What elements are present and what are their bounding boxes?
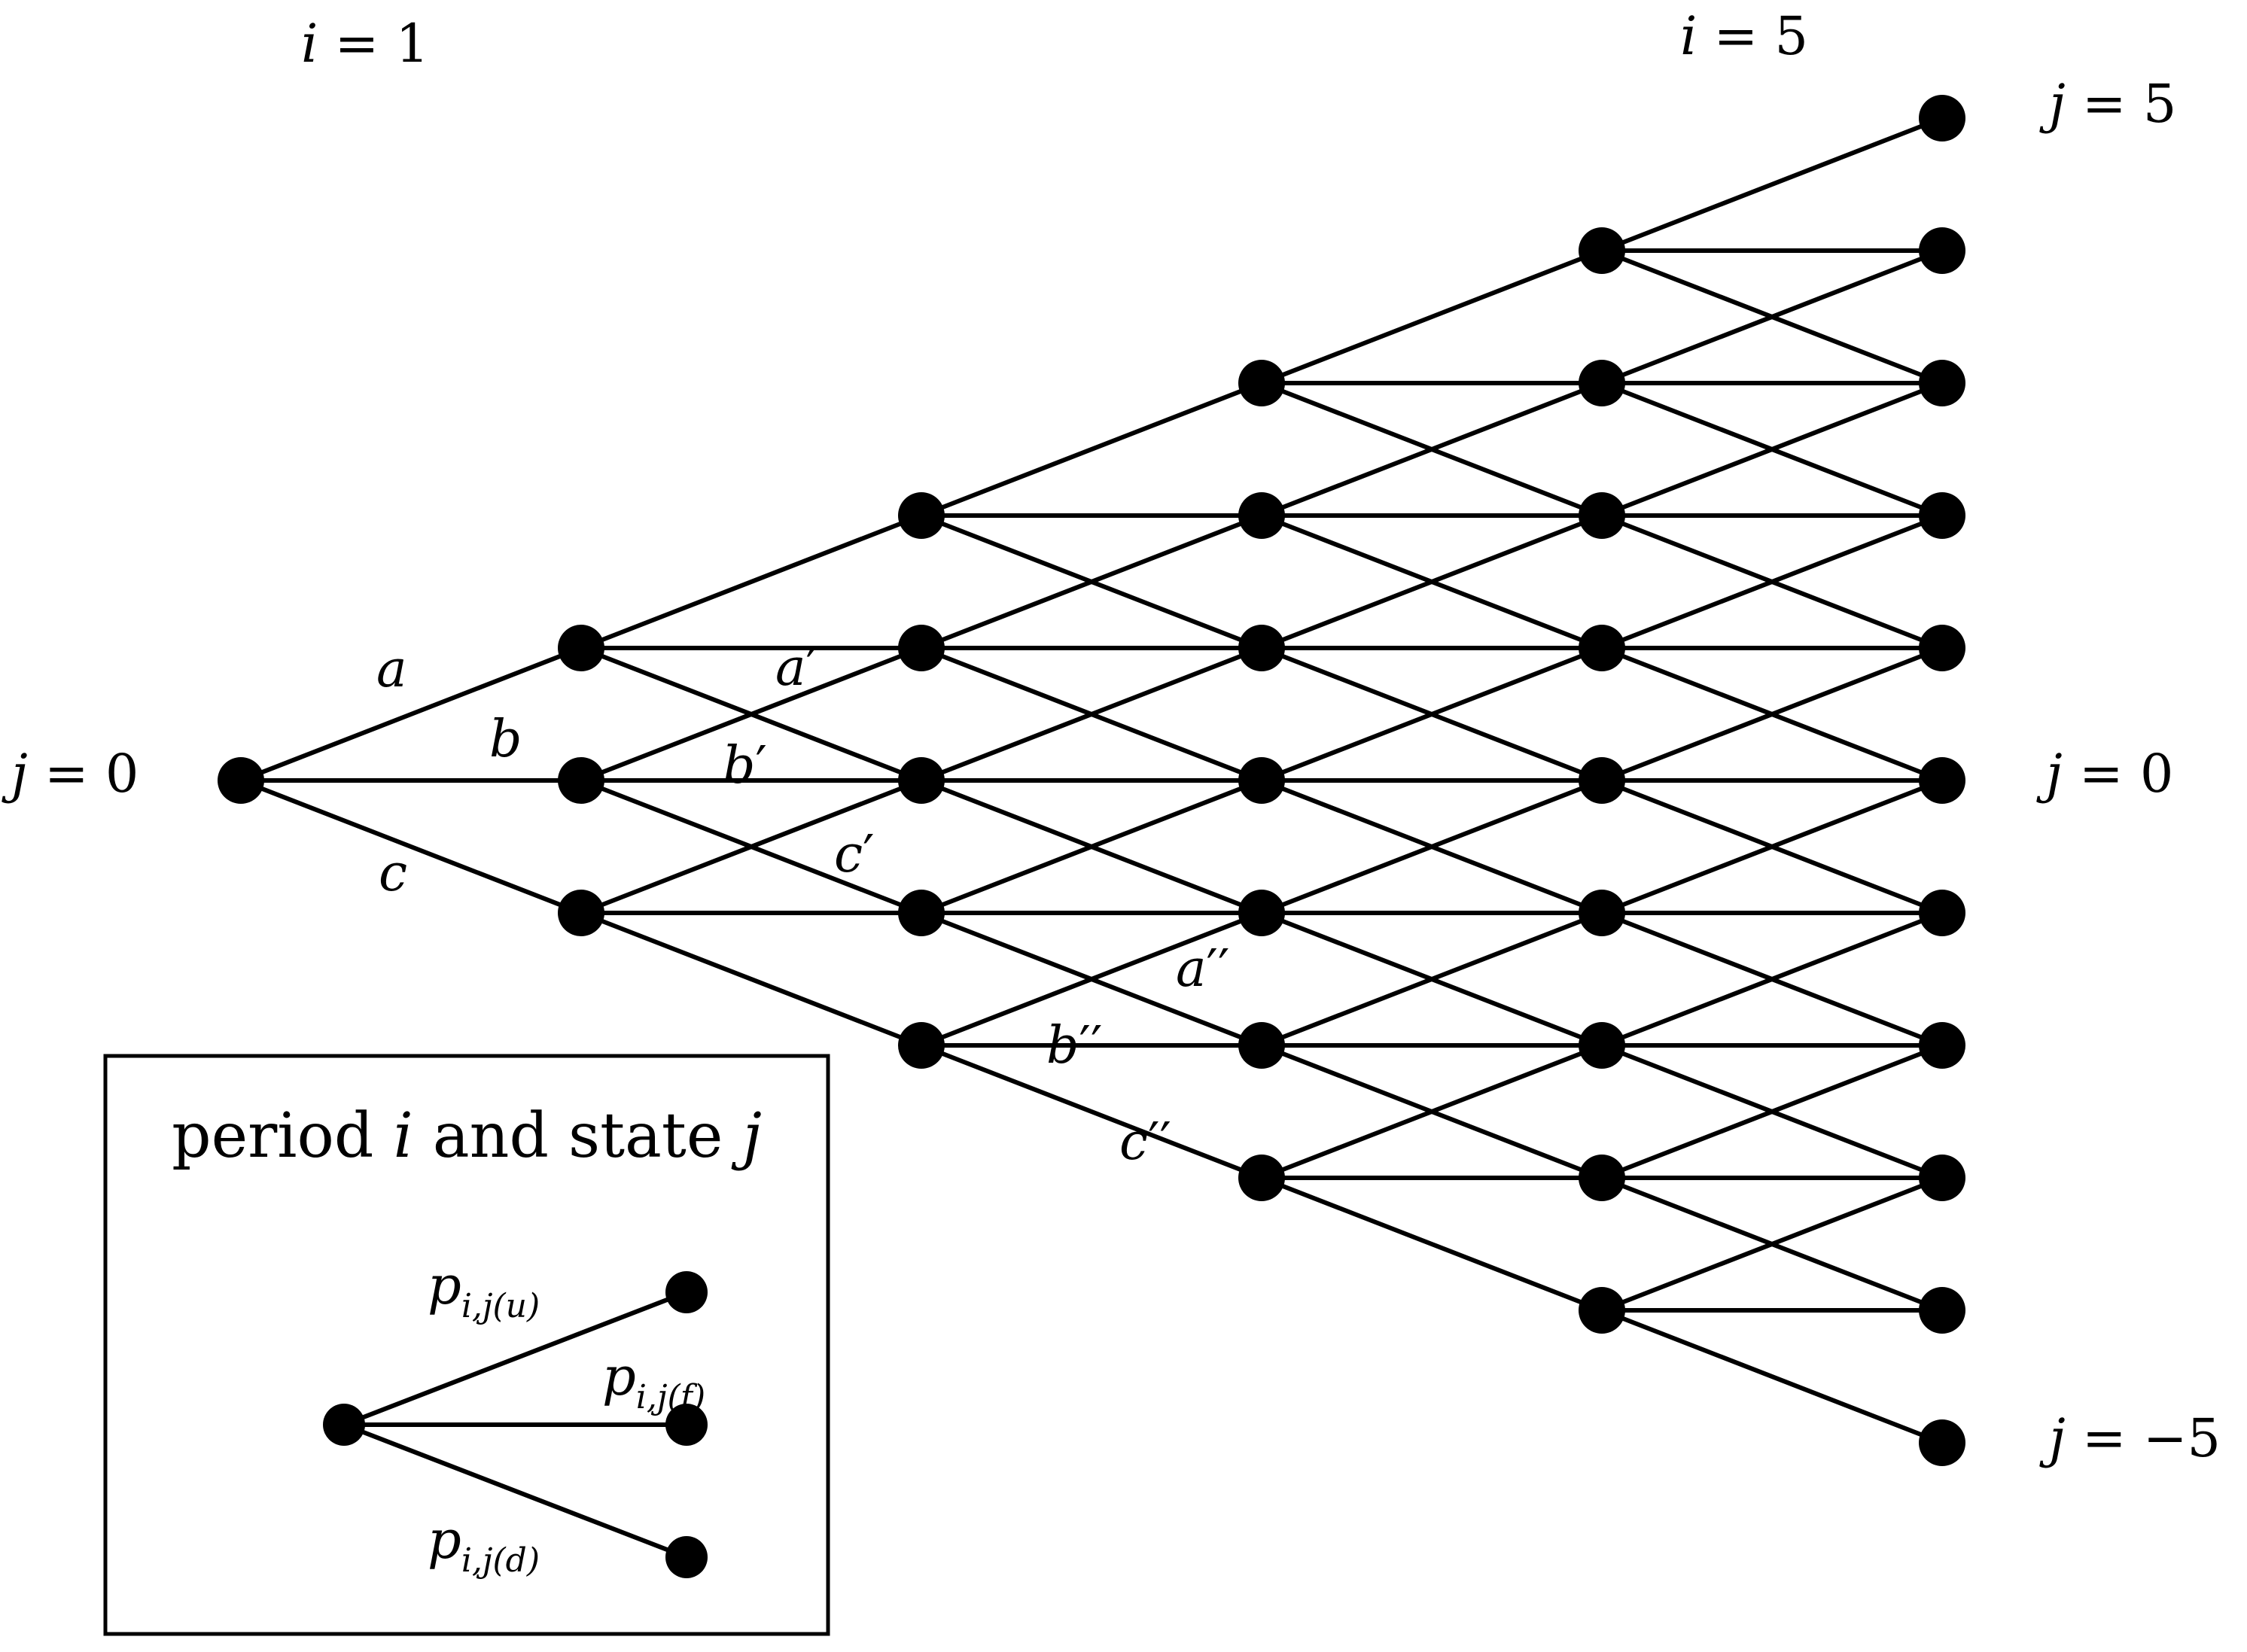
legend-title: period i and state j: [172, 1100, 762, 1172]
tree-node-i2-j2: [898, 492, 945, 539]
legend-node-down: [665, 1536, 708, 1578]
legend-edge-down: [343, 1422, 688, 1559]
tree-node-i5-j3: [1919, 360, 1965, 406]
edge-down: [1260, 911, 1603, 1048]
legend-box: period i and state j pi,j(u) pi,j(f) pi,…: [103, 1054, 830, 1636]
edge-down: [580, 778, 923, 915]
tree-node-i5-j-4: [1919, 1287, 1965, 1334]
branch-label-b: b: [489, 710, 522, 769]
edge-down: [1260, 1043, 1603, 1180]
legend-node-up: [665, 1271, 708, 1313]
edge-down: [580, 911, 923, 1048]
tree-node-i1-j-1: [558, 890, 604, 936]
tree-node-i1-j0: [558, 757, 604, 804]
tree-node-i3-j2: [1238, 492, 1285, 539]
legend-edge-up: [343, 1290, 688, 1427]
tree-node-i0-j0: [218, 757, 264, 804]
legend-prob-down: pi,j(d): [428, 1509, 540, 1580]
branch-label-c-prime: c′: [834, 825, 875, 884]
edge-down: [920, 646, 1263, 783]
state-label-j-minus-5: j = −5: [2039, 1407, 2221, 1469]
edge-down: [580, 646, 923, 783]
edge-down: [1600, 778, 1944, 915]
tree-node-i5-j-2: [1919, 1022, 1965, 1069]
legend-prob-up: pi,j(u): [428, 1255, 540, 1325]
edge-up: [920, 381, 1263, 518]
tree-node-i4-j0: [1579, 757, 1625, 804]
tree-node-i4-j1: [1579, 625, 1625, 671]
state-label-j-0: j = 0: [2036, 743, 2173, 805]
tree-node-i5-j-1: [1919, 890, 1965, 936]
tree-node-i5-j2: [1919, 492, 1965, 539]
tree-node-i2-j1: [898, 625, 945, 671]
edge-up: [1260, 248, 1603, 385]
tree-node-i4-j2: [1579, 492, 1625, 539]
tree-node-i4-j-2: [1579, 1022, 1625, 1069]
edge-down: [920, 911, 1263, 1048]
edge-down: [1260, 513, 1603, 650]
tree-node-i3-j-2: [1238, 1022, 1285, 1069]
tree-node-i4-j-3: [1579, 1155, 1625, 1201]
tree-nodes: [218, 95, 1965, 1466]
tree-node-i3-j-3: [1238, 1155, 1285, 1201]
edge-down: [1600, 513, 1944, 650]
edge-down: [1260, 646, 1603, 783]
tree-node-i5-j-5: [1919, 1419, 1965, 1466]
edge-down: [1600, 381, 1944, 518]
state-label-j-5: j = 5: [2039, 73, 2176, 135]
period-label-i-1: i = 1: [301, 13, 429, 75]
branch-label-b-double-prime: b′′: [1046, 1016, 1102, 1075]
legend-frame: [103, 1054, 830, 1636]
tree-node-i5-j5: [1919, 95, 1965, 141]
edge-down: [1600, 1176, 1944, 1313]
tree-node-i5-j4: [1919, 227, 1965, 274]
branch-label-b-prime: b′: [723, 736, 767, 796]
edge-down: [1600, 1308, 1944, 1445]
tree-node-i5-j-3: [1919, 1155, 1965, 1201]
tree-node-i3-j-1: [1238, 890, 1285, 936]
tree-node-i3-j1: [1238, 625, 1285, 671]
edge-down: [1600, 248, 1944, 385]
tree-node-i5-j0: [1919, 757, 1965, 804]
branch-label-c-double-prime: c′′: [1119, 1112, 1171, 1172]
state-label-root-j-0: j = 0: [2, 743, 139, 805]
tree-node-i3-j0: [1238, 757, 1285, 804]
edge-down: [1600, 911, 1944, 1048]
period-label-i-5: i = 5: [1680, 5, 1808, 67]
tree-node-i2-j-1: [898, 890, 945, 936]
edge-up: [239, 646, 583, 783]
edge-up: [1600, 116, 1944, 253]
legend-prob-flat: pi,j(f): [602, 1346, 705, 1416]
tree-node-i1-j1: [558, 625, 604, 671]
edge-down: [1260, 778, 1603, 915]
edge-up: [580, 513, 923, 650]
branch-label-a-double-prime: a′′: [1176, 939, 1229, 999]
edge-down: [1600, 1043, 1944, 1180]
tree-node-i4-j-1: [1579, 890, 1625, 936]
edge-down: [239, 778, 583, 915]
tree-node-i4-j4: [1579, 227, 1625, 274]
edge-down: [920, 513, 1263, 650]
branch-label-a: a: [376, 640, 407, 699]
legend-node-flat: [665, 1404, 708, 1446]
tree-node-i3-j3: [1238, 360, 1285, 406]
edge-down: [920, 1043, 1263, 1180]
tree-node-i5-j1: [1919, 625, 1965, 671]
branch-label-a-prime: a′: [775, 638, 818, 698]
edge-down: [1260, 1176, 1603, 1313]
edge-down: [1600, 646, 1944, 783]
tree-node-i2-j-2: [898, 1022, 945, 1069]
tree-node-i2-j0: [898, 757, 945, 804]
edge-down: [920, 778, 1263, 915]
legend-node-origin: [323, 1404, 365, 1446]
tree-node-i4-j-4: [1579, 1287, 1625, 1334]
edge-down: [1260, 381, 1603, 518]
tree-edges: [239, 116, 1944, 1445]
branch-label-c: c: [379, 844, 407, 903]
tree-node-i4-j3: [1579, 360, 1625, 406]
